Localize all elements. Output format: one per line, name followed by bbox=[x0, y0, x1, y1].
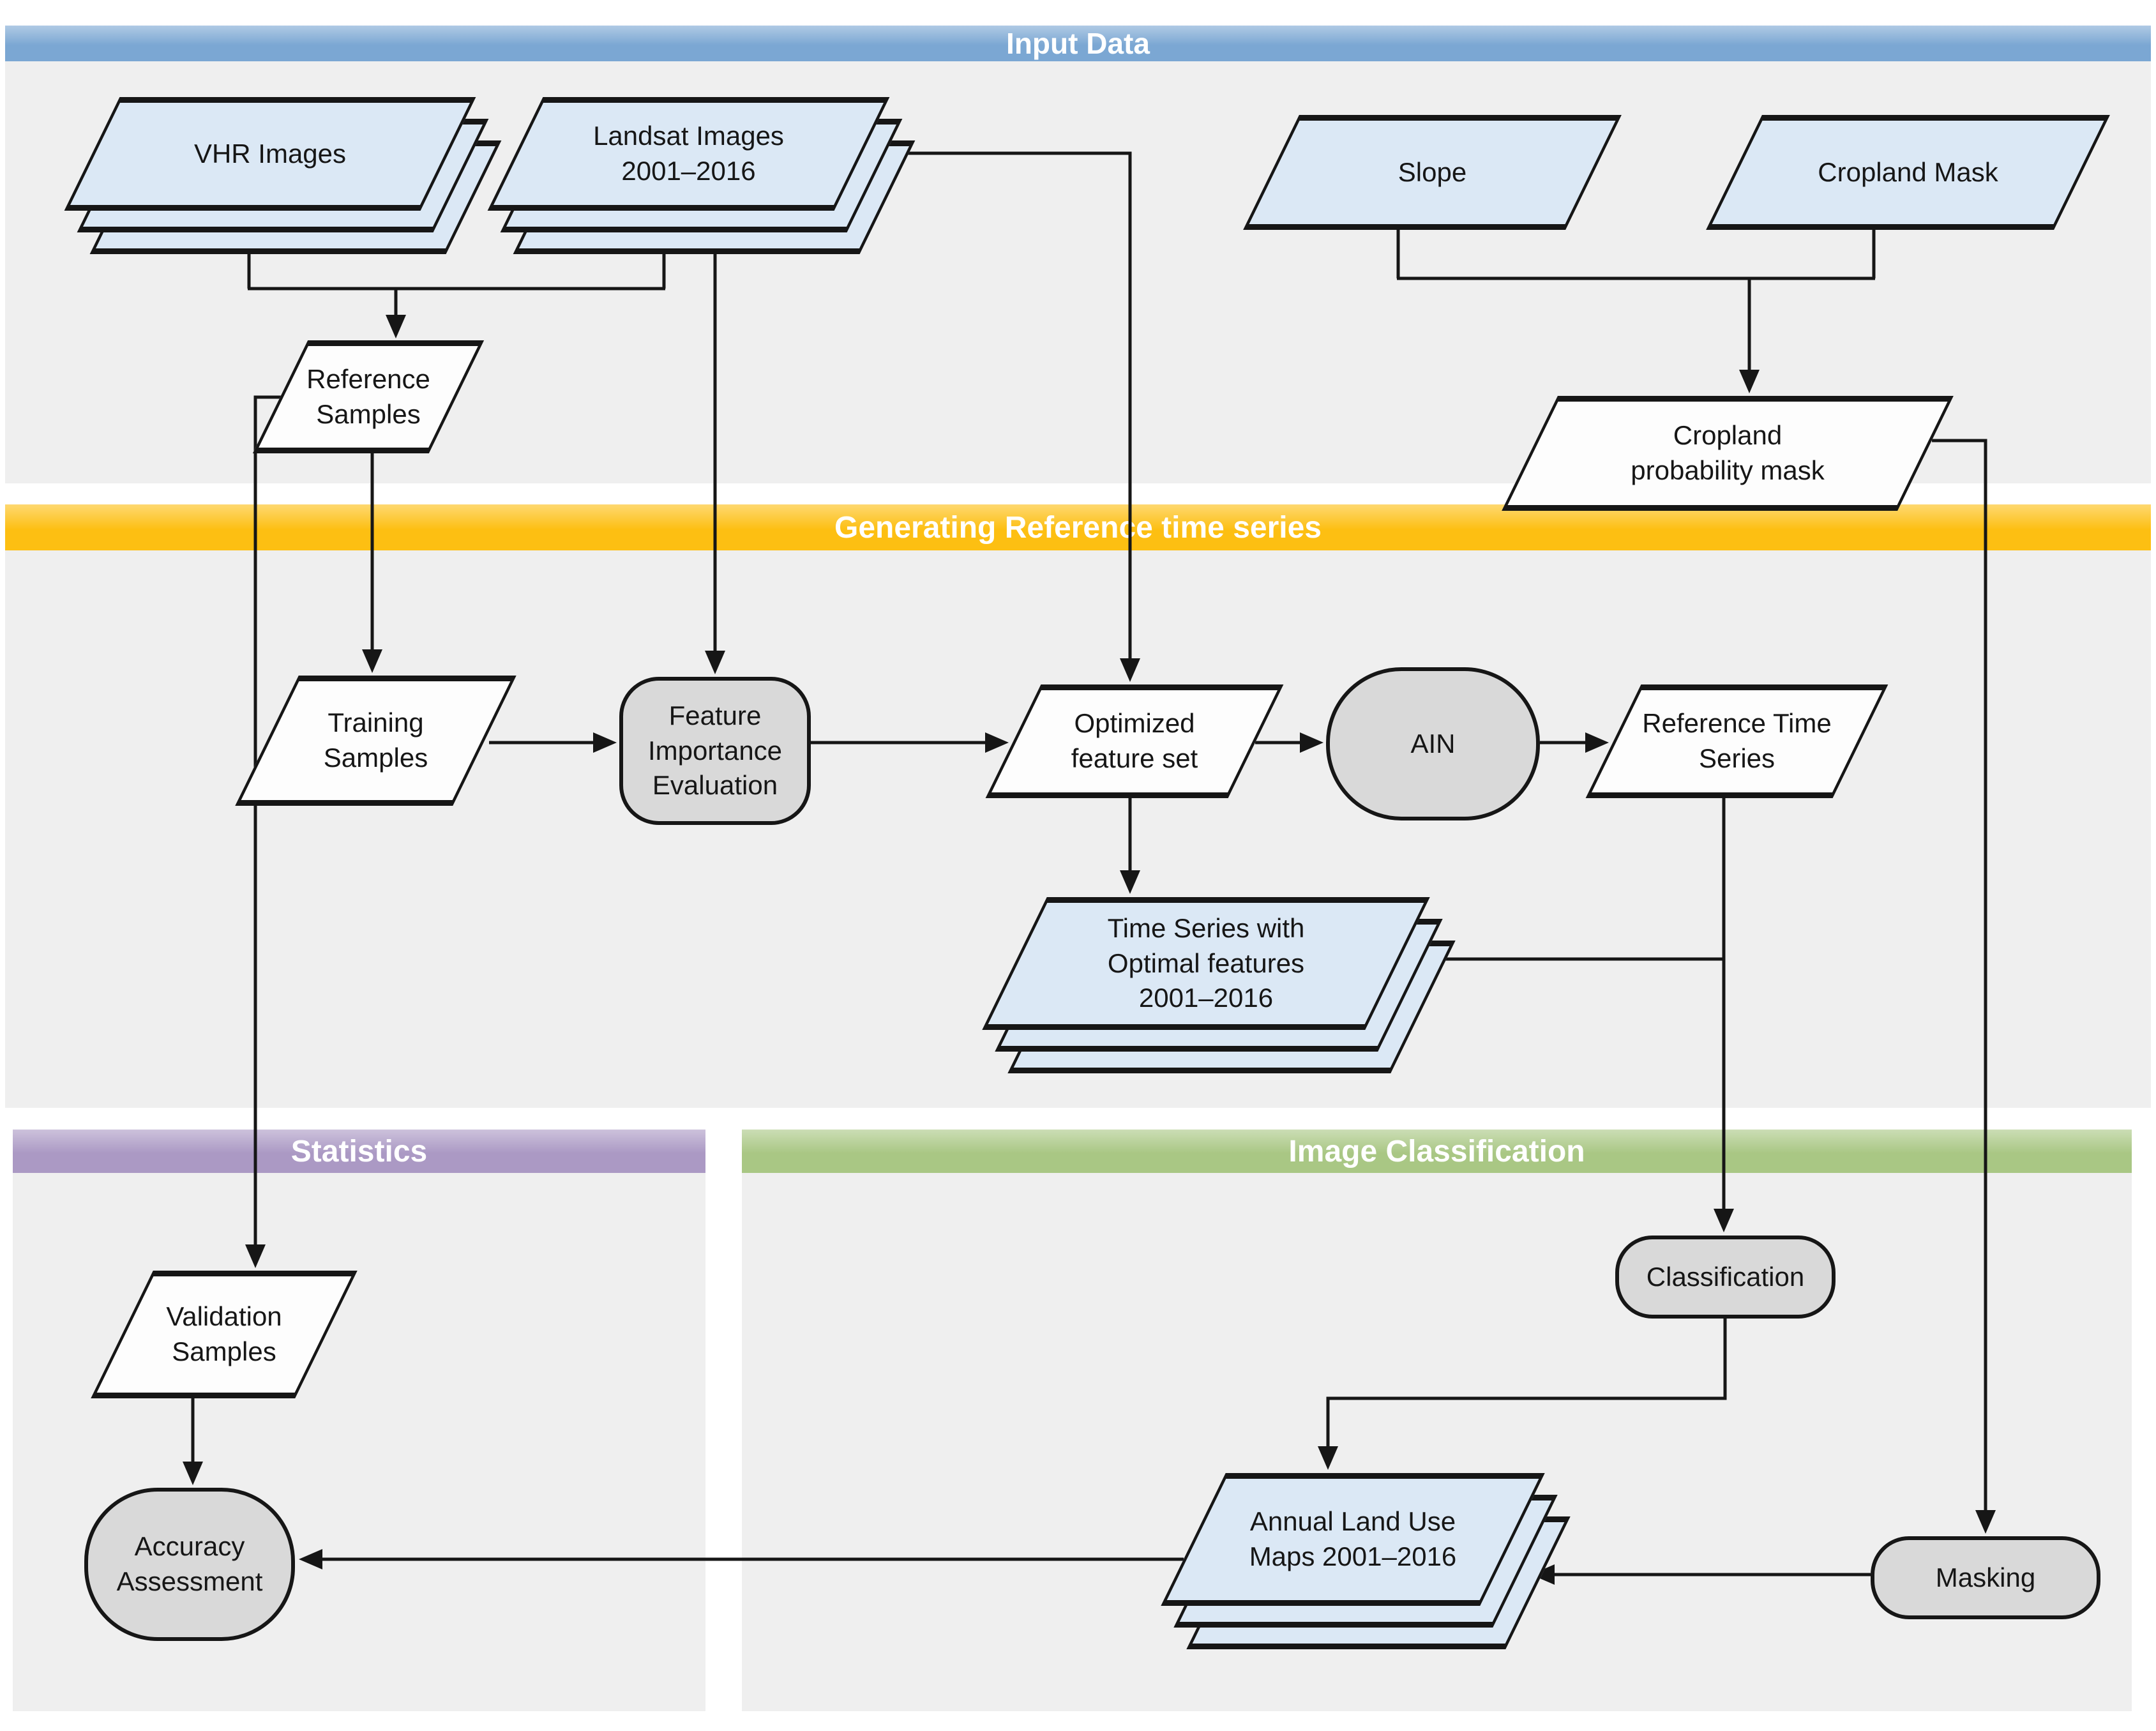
node-annual-land-use-maps: Annual Land Use Maps 2001–2016 bbox=[1161, 1473, 1571, 1649]
node-slope: Slope bbox=[1243, 115, 1622, 230]
node-classification: Classification bbox=[1615, 1236, 1836, 1319]
reference-samples-shape: Reference Samples bbox=[252, 340, 485, 453]
band-input-data: Input Data bbox=[5, 26, 2151, 61]
node-time-series-stack: Time Series with Optimal features 2001–2… bbox=[982, 897, 1456, 1073]
edge-landsat-to-optimized-set bbox=[862, 151, 1141, 683]
landsat-sheet-front: Landsat Images 2001–2016 bbox=[487, 97, 890, 211]
band-image-classification: Image Classification bbox=[742, 1130, 2132, 1173]
cropland-mask-shape: Cropland Mask bbox=[1706, 115, 2110, 230]
landsat-label-line1: Landsat Images bbox=[593, 121, 784, 151]
node-accuracy-assessment: Accuracy Assessment bbox=[84, 1488, 295, 1641]
tss-line2: Optimal features bbox=[1107, 948, 1305, 978]
vhr-label: VHR Images bbox=[193, 138, 347, 169]
rts-line2: Series bbox=[1698, 743, 1775, 773]
band-generating-reference: Generating Reference time series bbox=[5, 504, 2151, 550]
node-feature-importance-evaluation: Feature Importance Evaluation bbox=[619, 677, 811, 825]
node-validation-samples: Validation Samples bbox=[91, 1271, 358, 1398]
fie-line1: Feature bbox=[668, 700, 762, 731]
cpm-line1: Cropland bbox=[1673, 420, 1783, 451]
cropland-mask-label: Cropland Mask bbox=[1818, 156, 1998, 187]
reference-samples-line1: Reference bbox=[306, 363, 430, 394]
node-training-samples: Training Samples bbox=[235, 676, 516, 806]
validation-samples-line2: Samples bbox=[172, 1336, 276, 1366]
band-statistics-label: Statistics bbox=[290, 1134, 428, 1168]
edge-cpm-to-masking bbox=[1932, 439, 1996, 1534]
training-samples-line1: Training bbox=[328, 707, 424, 738]
landsat-label-line2: 2001–2016 bbox=[621, 156, 756, 186]
validation-samples-shape: Validation Samples bbox=[91, 1271, 358, 1398]
band-statistics: Statistics bbox=[13, 1130, 705, 1173]
ofs-line1: Optimized bbox=[1074, 708, 1195, 739]
rts-line1: Reference Time bbox=[1642, 708, 1832, 739]
node-landsat-images: Landsat Images 2001–2016 bbox=[487, 97, 916, 254]
cpm-line2: probability mask bbox=[1631, 455, 1825, 485]
node-reference-time-series: Reference Time Series bbox=[1585, 684, 1888, 798]
node-cropland-probability-mask: Cropland probability mask bbox=[1502, 396, 1954, 511]
cropland-probability-mask-shape: Cropland probability mask bbox=[1502, 396, 1954, 511]
accuracy-assessment-line1: Accuracy bbox=[134, 1531, 245, 1562]
node-ain: AIN bbox=[1326, 667, 1540, 820]
reference-time-series-shape: Reference Time Series bbox=[1585, 684, 1888, 798]
reference-samples-line2: Samples bbox=[316, 398, 421, 429]
tss-line3: 2001–2016 bbox=[1138, 983, 1274, 1013]
fie-line3: Evaluation bbox=[652, 770, 778, 801]
node-cropland-mask: Cropland Mask bbox=[1706, 115, 2110, 230]
tss-sheet-front: Time Series with Optimal features 2001–2… bbox=[982, 897, 1430, 1030]
masking-label: Masking bbox=[1935, 1562, 2036, 1592]
node-vhr-images: VHR Images bbox=[64, 97, 502, 254]
edge-classification-to-maps bbox=[1318, 1319, 1727, 1470]
fie-line2: Importance bbox=[647, 735, 783, 766]
edge-reference-to-validation bbox=[245, 395, 292, 1269]
optimized-feature-set-shape: Optimized feature set bbox=[985, 684, 1284, 798]
alum-line2: Maps 2001–2016 bbox=[1249, 1541, 1457, 1571]
band-generating-reference-label: Generating Reference time series bbox=[834, 510, 1322, 545]
alum-line1: Annual Land Use bbox=[1249, 1506, 1456, 1537]
band-input-data-label: Input Data bbox=[1006, 27, 1150, 60]
accuracy-assessment-line2: Assessment bbox=[116, 1566, 263, 1596]
training-samples-shape: Training Samples bbox=[235, 676, 516, 806]
training-samples-line2: Samples bbox=[323, 743, 428, 773]
classification-label: Classification bbox=[1646, 1261, 1805, 1292]
slope-shape: Slope bbox=[1243, 115, 1622, 230]
validation-samples-line1: Validation bbox=[166, 1301, 282, 1332]
node-reference-samples: Reference Samples bbox=[252, 340, 485, 453]
slope-label: Slope bbox=[1398, 156, 1467, 187]
vhr-sheet-front: VHR Images bbox=[64, 97, 476, 211]
ain-label: AIN bbox=[1410, 728, 1456, 759]
tss-line1: Time Series with bbox=[1107, 913, 1305, 944]
band-image-classification-label: Image Classification bbox=[1288, 1134, 1585, 1168]
node-optimized-feature-set: Optimized feature set bbox=[985, 684, 1284, 798]
node-masking: Masking bbox=[1871, 1536, 2100, 1619]
alum-sheet-front: Annual Land Use Maps 2001–2016 bbox=[1161, 1473, 1545, 1606]
ofs-line2: feature set bbox=[1071, 743, 1198, 773]
